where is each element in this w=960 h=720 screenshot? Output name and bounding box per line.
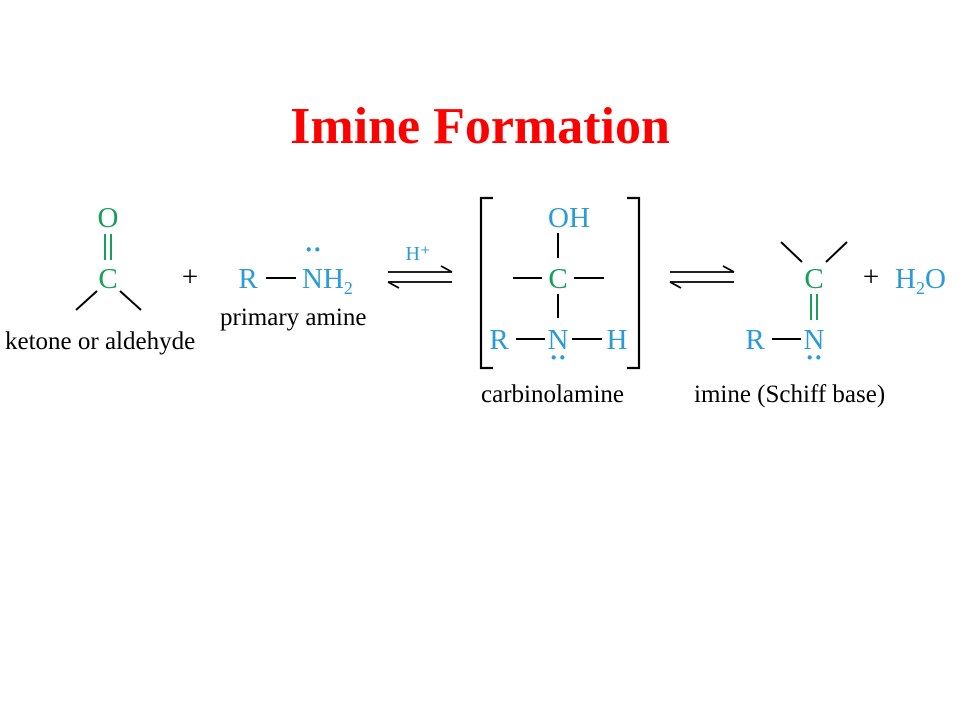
ketone-label: ketone or aldehyde <box>5 328 195 355</box>
water-oxygen: O <box>925 263 946 295</box>
amine-lone-pair: ·· <box>304 235 321 264</box>
carbinol-r-group: R <box>489 324 509 356</box>
amine-hydrogen: H <box>607 324 628 356</box>
nh2-subscript: 2 <box>344 278 353 298</box>
substituent-bond-left <box>75 290 98 311</box>
primary-amine-label: primary amine <box>220 304 366 331</box>
ketone-or-aldehyde: O C ketone or aldehyde <box>5 202 195 355</box>
page-title: Imine Formation <box>290 98 670 155</box>
equilibrium-arrow <box>669 265 735 289</box>
water-molecule: H2O <box>895 263 946 298</box>
r-group: R <box>238 263 258 295</box>
acid-catalyst-label: H⁺ <box>406 243 431 265</box>
water-subscript: 2 <box>916 278 925 298</box>
plus-sign-1: + <box>182 261 198 293</box>
nh-text: NH <box>302 263 344 295</box>
imine-product: C R N ·· imine (Schiff base) <box>694 241 885 408</box>
primary-amine: R NH2 ·· primary amine <box>220 235 366 331</box>
substituent-bond-right <box>119 290 142 311</box>
water-hydrogen: H <box>895 263 916 295</box>
carbinolamine: OH C R N H ·· carbinolamine <box>479 196 641 408</box>
imine-substituent-right <box>825 241 848 263</box>
oxygen-atom: O <box>98 202 119 234</box>
carbonyl-carbon: C <box>98 263 117 295</box>
carbinol-nitrogen: N <box>548 324 569 356</box>
imine-nitrogen: N <box>804 324 825 356</box>
amine-nitrogen: NH2 <box>302 263 353 298</box>
left-bracket <box>479 196 493 370</box>
imine-r-group: R <box>745 324 765 356</box>
hydroxyl-group: OH <box>548 202 590 234</box>
imine-n-lone-pair: ·· <box>805 343 822 372</box>
plus-sign-2: + <box>863 261 879 293</box>
imine-carbon: C <box>804 263 823 295</box>
equilibrium-arrow-catalyzed: H⁺ <box>387 243 453 289</box>
imine-substituent-left <box>780 241 803 263</box>
carbinol-n-lone-pair: ·· <box>549 343 566 372</box>
right-bracket <box>627 196 641 370</box>
carbinol-carbon: C <box>548 263 567 295</box>
carbinolamine-label: carbinolamine <box>481 381 624 408</box>
imine-label: imine (Schiff base) <box>694 381 885 408</box>
